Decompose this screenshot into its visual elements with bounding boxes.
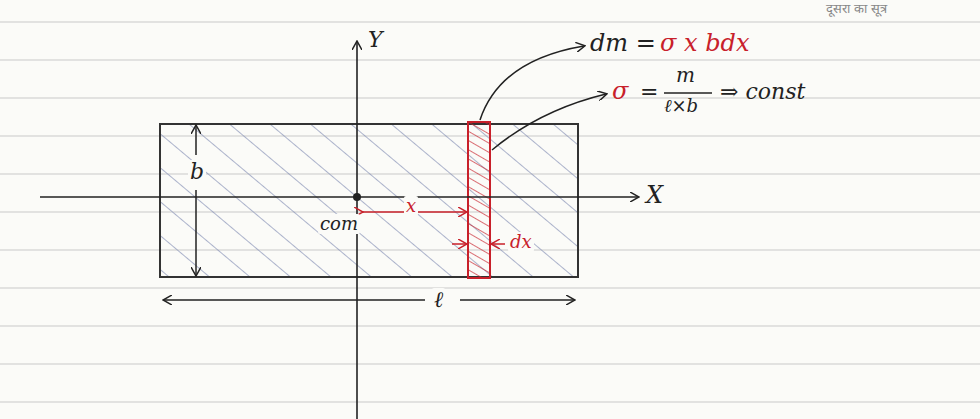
formula-text: σ x bdx [660,30,749,56]
b-arrow [195,190,197,275]
distance-label: x [404,196,418,216]
dx-arrow [452,243,466,245]
com-dot [353,193,361,201]
formula-text: dm = [590,30,656,56]
leader-line [480,46,584,120]
strip-element [468,122,490,278]
notebook-lines [0,22,980,402]
plate-rect [160,124,578,277]
formula-text: = [640,80,658,104]
formula-text: σ [612,78,628,104]
dimension-label: b [188,160,206,184]
fraction-bar [664,92,712,94]
axis-label: Y [368,28,383,52]
l-arrow [460,299,574,301]
com-label: com [318,214,360,234]
hindi-note: दूसरा का सूत्र [826,2,887,16]
b-arrow [195,126,197,155]
distance-label: dx [508,232,534,252]
leader-line [492,94,606,150]
l-arrow [164,299,425,301]
formula-text: m [676,64,695,86]
formula-text: ℓ×b [664,96,698,116]
dx-arrow [492,243,505,245]
formula-text: ⇒ const [720,80,805,104]
dimension-label: ℓ [432,288,445,312]
axis-label: X [646,182,663,208]
x-axis [40,196,638,198]
